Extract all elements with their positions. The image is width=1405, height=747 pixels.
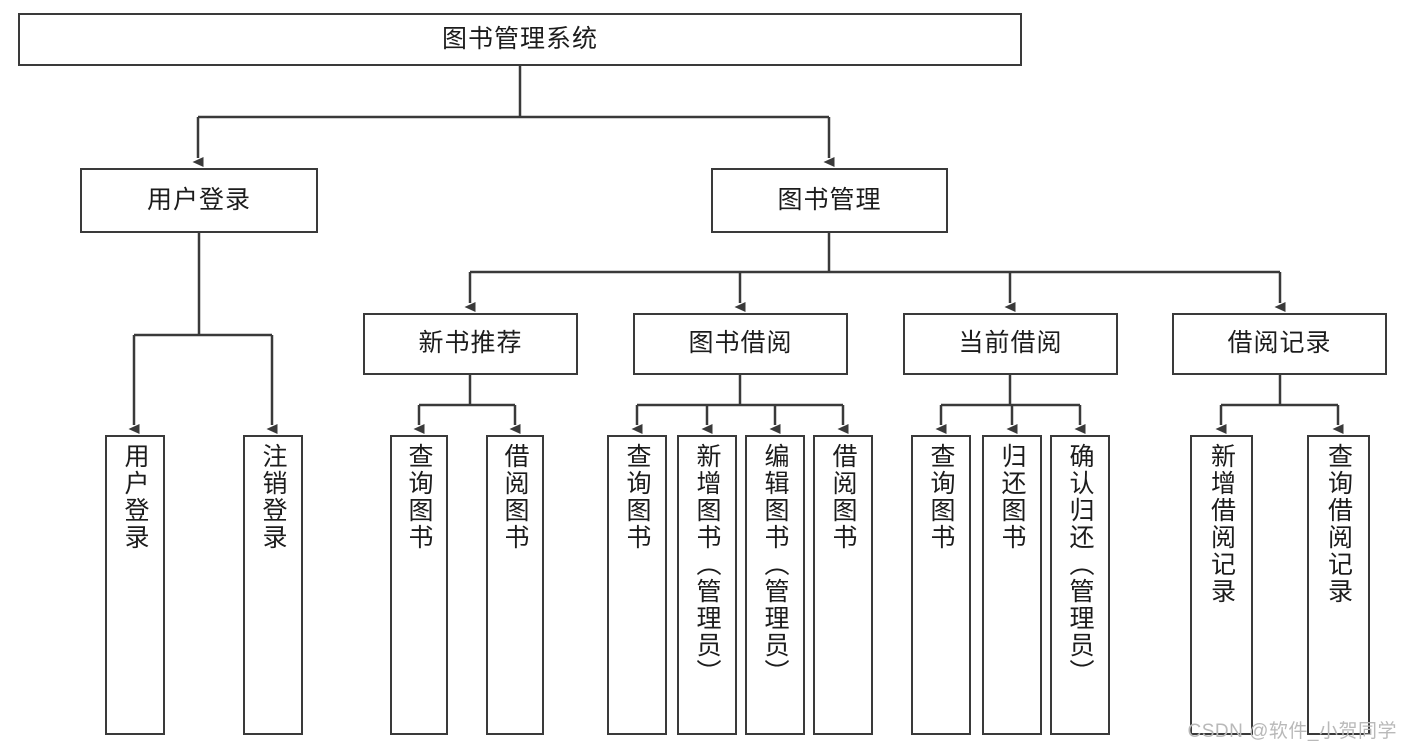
node-leaf-borrow-book-2-label: 借阅图书 [829,443,857,551]
node-leaf-edit-book-label: 编辑图书（管理员） [761,443,789,686]
node-leaf-confirm-return-label: 确认归还（管理员） [1066,443,1094,686]
node-leaf-add-record-label: 新增借阅记录 [1207,443,1236,605]
node-leaf-borrow-book-2[interactable]: 借阅图书 [813,435,873,735]
node-book-manage[interactable]: 图书管理 [711,168,948,233]
node-leaf-query-book-2[interactable]: 查询图书 [607,435,667,735]
node-leaf-query-record-label: 查询借阅记录 [1324,443,1353,605]
node-leaf-query-record[interactable]: 查询借阅记录 [1307,435,1370,735]
node-leaf-edit-book[interactable]: 编辑图书（管理员） [745,435,805,735]
node-leaf-confirm-return[interactable]: 确认归还（管理员） [1050,435,1110,735]
node-user-login[interactable]: 用户登录 [80,168,318,233]
node-borrow-record[interactable]: 借阅记录 [1172,313,1387,375]
node-leaf-query-book-3[interactable]: 查询图书 [911,435,971,735]
node-borrow-record-label: 借阅记录 [1227,329,1332,358]
node-root[interactable]: 图书管理系统 [18,13,1022,66]
node-leaf-user-logout[interactable]: 注销登录 [243,435,303,735]
node-leaf-query-book-1[interactable]: 查询图书 [390,435,448,735]
node-leaf-borrow-book-1[interactable]: 借阅图书 [486,435,544,735]
node-leaf-borrow-book-1-label: 借阅图书 [501,443,529,551]
node-current-borrow[interactable]: 当前借阅 [903,313,1118,375]
node-leaf-query-book-3-label: 查询图书 [927,443,955,551]
node-book-borrow-label: 图书借阅 [688,329,793,358]
node-leaf-query-book-1-label: 查询图书 [405,443,433,551]
node-book-borrow[interactable]: 图书借阅 [633,313,848,375]
node-root-label: 图书管理系统 [441,24,598,53]
node-leaf-add-book-label: 新增图书（管理员） [693,443,721,686]
node-user-login-label: 用户登录 [146,185,251,214]
watermark: CSDN @软件_小贺同学 [1187,721,1397,742]
node-leaf-user-login-label: 用户登录 [121,443,149,551]
node-leaf-user-logout-label: 注销登录 [259,443,287,551]
node-new-book-rec[interactable]: 新书推荐 [363,313,578,375]
node-leaf-query-book-2-label: 查询图书 [623,443,651,551]
node-book-manage-label: 图书管理 [777,185,882,214]
node-leaf-user-login[interactable]: 用户登录 [105,435,165,735]
node-leaf-return-book[interactable]: 归还图书 [982,435,1042,735]
node-current-borrow-label: 当前借阅 [958,329,1063,358]
node-leaf-add-book[interactable]: 新增图书（管理员） [677,435,737,735]
node-leaf-return-book-label: 归还图书 [998,443,1026,551]
node-new-book-rec-label: 新书推荐 [418,329,523,358]
node-leaf-add-record[interactable]: 新增借阅记录 [1190,435,1253,735]
